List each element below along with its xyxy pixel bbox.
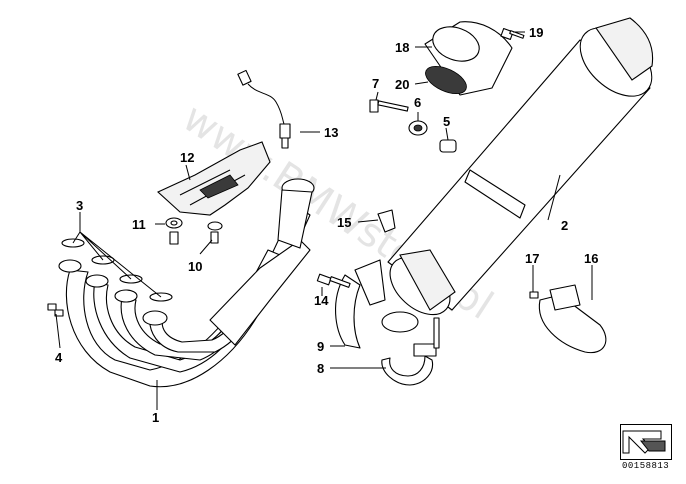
callout-17[interactable]: 17 xyxy=(525,251,539,266)
clamp-part[interactable] xyxy=(381,317,440,386)
link-pipe-part[interactable] xyxy=(334,259,386,349)
rubber-mount-part[interactable] xyxy=(408,120,428,136)
callout-19[interactable]: 19 xyxy=(529,25,543,40)
rear-clamp-part[interactable] xyxy=(538,284,607,354)
screw-part[interactable] xyxy=(316,273,351,288)
clamp-nut-part[interactable] xyxy=(529,291,539,299)
bolt-part[interactable] xyxy=(169,221,223,245)
callout-2[interactable]: 2 xyxy=(561,218,568,233)
mesh-insert-part[interactable] xyxy=(421,61,470,100)
bracket-part[interactable] xyxy=(377,209,396,233)
callout-10[interactable]: 10 xyxy=(188,259,202,274)
arrow-down-left-icon xyxy=(622,430,666,454)
stud-nut-part[interactable] xyxy=(47,303,64,317)
callout-4[interactable]: 4 xyxy=(55,350,63,365)
callout-12[interactable]: 12 xyxy=(180,150,194,165)
navigation-arrow-button[interactable] xyxy=(620,424,672,460)
diagram-id-label: 00158813 xyxy=(622,461,670,471)
callout-5[interactable]: 5 xyxy=(443,114,450,129)
callout-1[interactable]: 1 xyxy=(152,410,159,425)
callout-6[interactable]: 6 xyxy=(414,95,421,110)
callout-16[interactable]: 16 xyxy=(584,251,598,266)
callout-13[interactable]: 13 xyxy=(324,125,338,140)
end-cap-screw-part[interactable] xyxy=(500,27,525,41)
mounting-bolt-part[interactable] xyxy=(369,99,409,113)
callout-7[interactable]: 7 xyxy=(372,76,379,91)
silencer-part[interactable] xyxy=(379,15,664,333)
callout-9[interactable]: 9 xyxy=(317,339,324,354)
leader-lines xyxy=(55,31,593,410)
callout-11[interactable]: 11 xyxy=(132,217,146,232)
heat-shield-part[interactable] xyxy=(157,141,271,216)
callout-15[interactable]: 15 xyxy=(337,215,351,230)
callout-18[interactable]: 18 xyxy=(395,40,409,55)
sleeve-part[interactable] xyxy=(439,139,457,153)
washer-part[interactable] xyxy=(165,217,183,229)
callout-20[interactable]: 20 xyxy=(395,77,409,92)
callout-8[interactable]: 8 xyxy=(317,361,324,376)
callout-14[interactable]: 14 xyxy=(314,293,329,308)
oxygen-sensor-part[interactable] xyxy=(237,69,291,149)
exhaust-manifold-part[interactable] xyxy=(58,178,315,388)
callout-3[interactable]: 3 xyxy=(76,198,83,213)
end-cap-part[interactable] xyxy=(424,21,513,96)
callouts: 1 2 3 4 5 6 7 8 9 10 11 12 13 14 15 16 1… xyxy=(55,25,598,425)
